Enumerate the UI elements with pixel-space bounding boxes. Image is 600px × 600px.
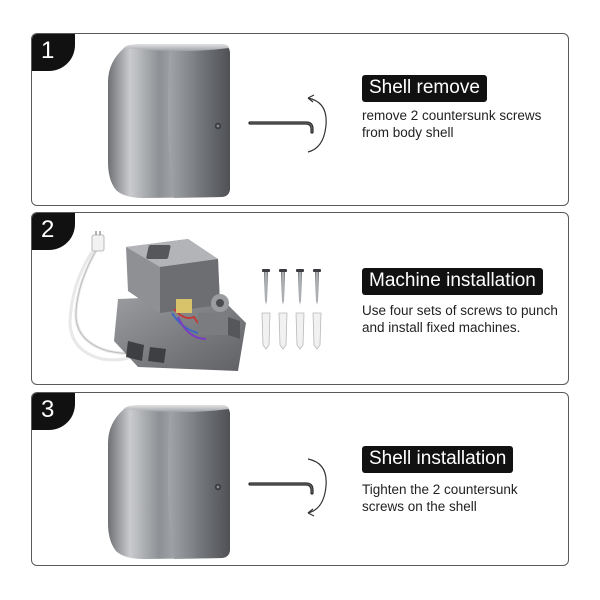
step-title: Machine installation <box>362 268 543 295</box>
dryer-shell-icon <box>108 405 230 559</box>
rotate-arrow-icon <box>307 94 327 153</box>
step-number-badge: 3 <box>32 393 75 430</box>
dryer-shell-icon <box>108 44 230 198</box>
allen-wrench-icon <box>248 121 314 134</box>
step-panel-1: 1 Shell remove remove 2 countersunk scre… <box>31 33 569 206</box>
step-description: remove 2 countersunk screws from body sh… <box>362 108 542 140</box>
dryer-machine-icon <box>68 231 246 371</box>
step-panel-2: 2 <box>31 212 569 385</box>
step-description: Use four sets of screws to punch and ins… <box>362 303 558 335</box>
screw-and-anchor-icon <box>261 269 322 350</box>
step-panel-3: 3 Shell installation Tighten the 2 count… <box>31 392 569 566</box>
step-description: Tighten the 2 countersunk screws on the … <box>362 482 518 514</box>
allen-wrench-icon <box>248 482 314 495</box>
step-title: Shell remove <box>362 75 487 102</box>
step-title: Shell installation <box>362 446 514 473</box>
step-number-badge: 1 <box>32 34 75 71</box>
rotate-arrow-icon <box>307 458 327 517</box>
